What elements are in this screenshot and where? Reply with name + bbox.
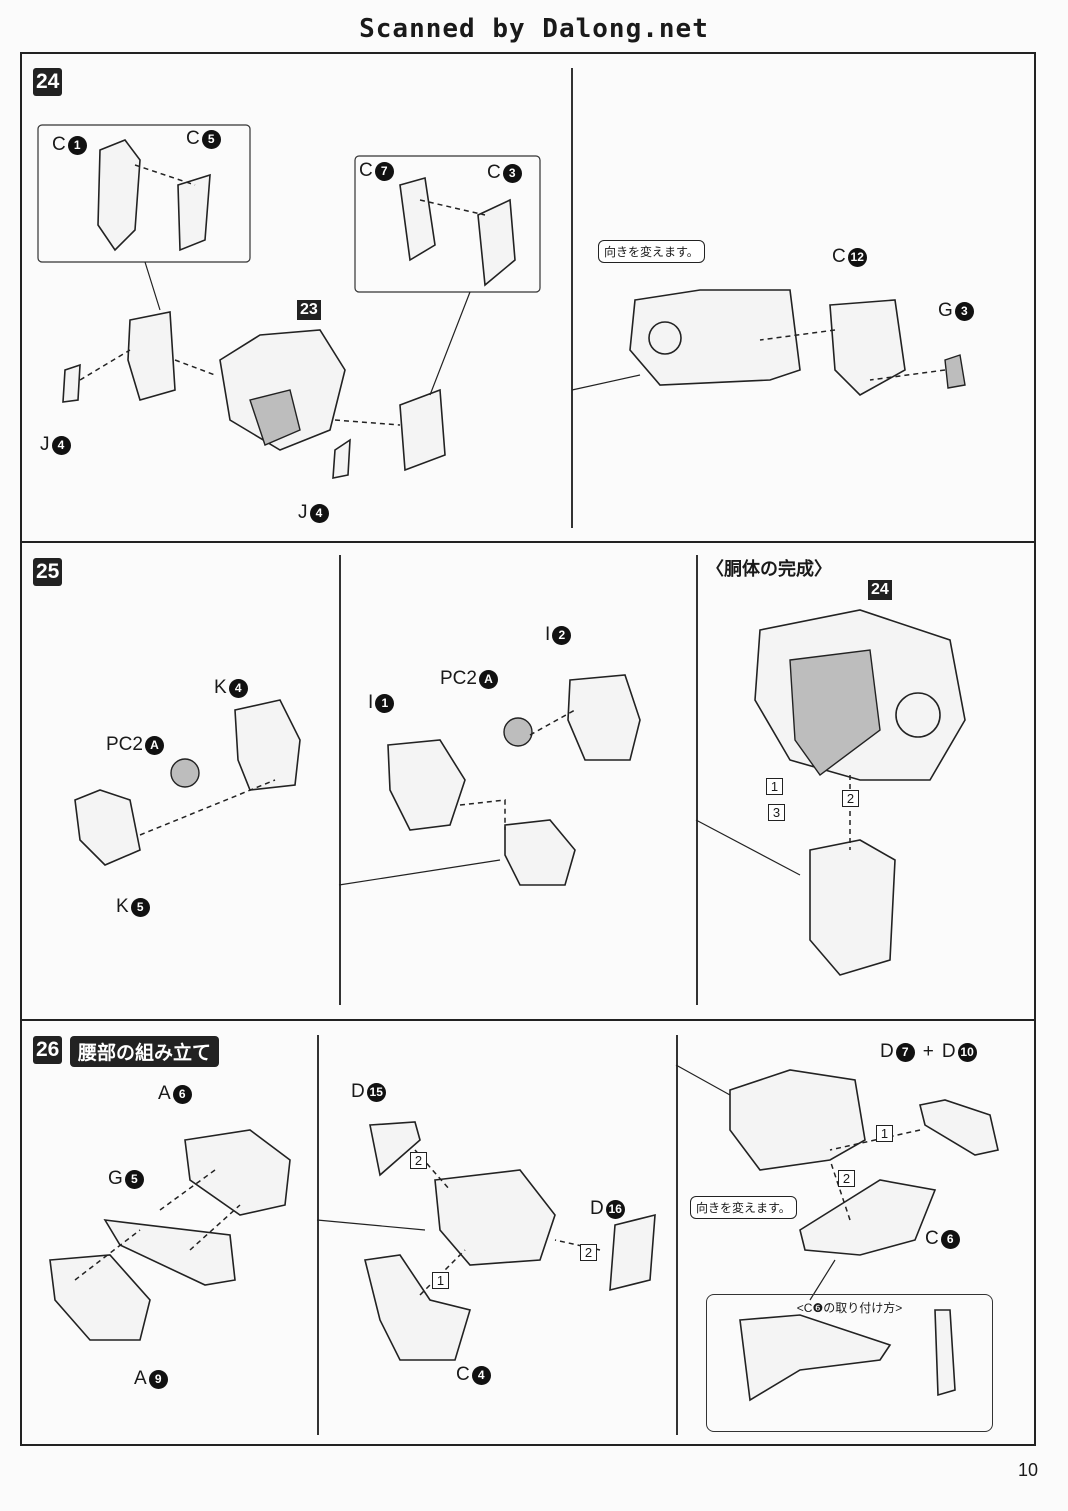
sequence-marker: 2 <box>580 1244 597 1261</box>
divider <box>676 1035 678 1435</box>
sequence-marker: 3 <box>768 804 785 821</box>
section-title: 〈胴体の完成〉 <box>706 559 832 579</box>
sequence-marker: 1 <box>432 1272 449 1289</box>
step-number: 25 <box>33 558 63 586</box>
divider <box>317 1035 319 1435</box>
page-number: 10 <box>1017 1460 1038 1480</box>
inset-title: <C❻の取り付け方> <box>796 1301 903 1315</box>
divider <box>20 541 1034 543</box>
divider <box>339 555 341 1005</box>
step-title: 腰部の組み立て <box>70 1036 220 1067</box>
orientation-callout: 向きを変えます。 <box>598 240 705 263</box>
sequence-marker: 2 <box>410 1152 427 1169</box>
detail-inset: <C❻の取り付け方> <box>706 1294 993 1432</box>
sequence-marker: 1 <box>876 1125 893 1142</box>
sequence-marker: 2 <box>842 790 859 807</box>
divider <box>696 555 698 1005</box>
step-number: 26 <box>33 1036 63 1064</box>
divider <box>571 68 573 528</box>
step-reference: 23 <box>297 300 321 320</box>
page-frame <box>20 52 1036 1446</box>
step-reference: 24 <box>868 580 892 600</box>
sequence-marker: 2 <box>838 1170 855 1187</box>
divider <box>20 1019 1034 1021</box>
sequence-marker: 1 <box>766 778 783 795</box>
scan-header: Scanned by Dalong.net <box>359 14 709 44</box>
step-number: 24 <box>33 68 63 96</box>
orientation-callout: 向きを変えます。 <box>690 1196 797 1219</box>
